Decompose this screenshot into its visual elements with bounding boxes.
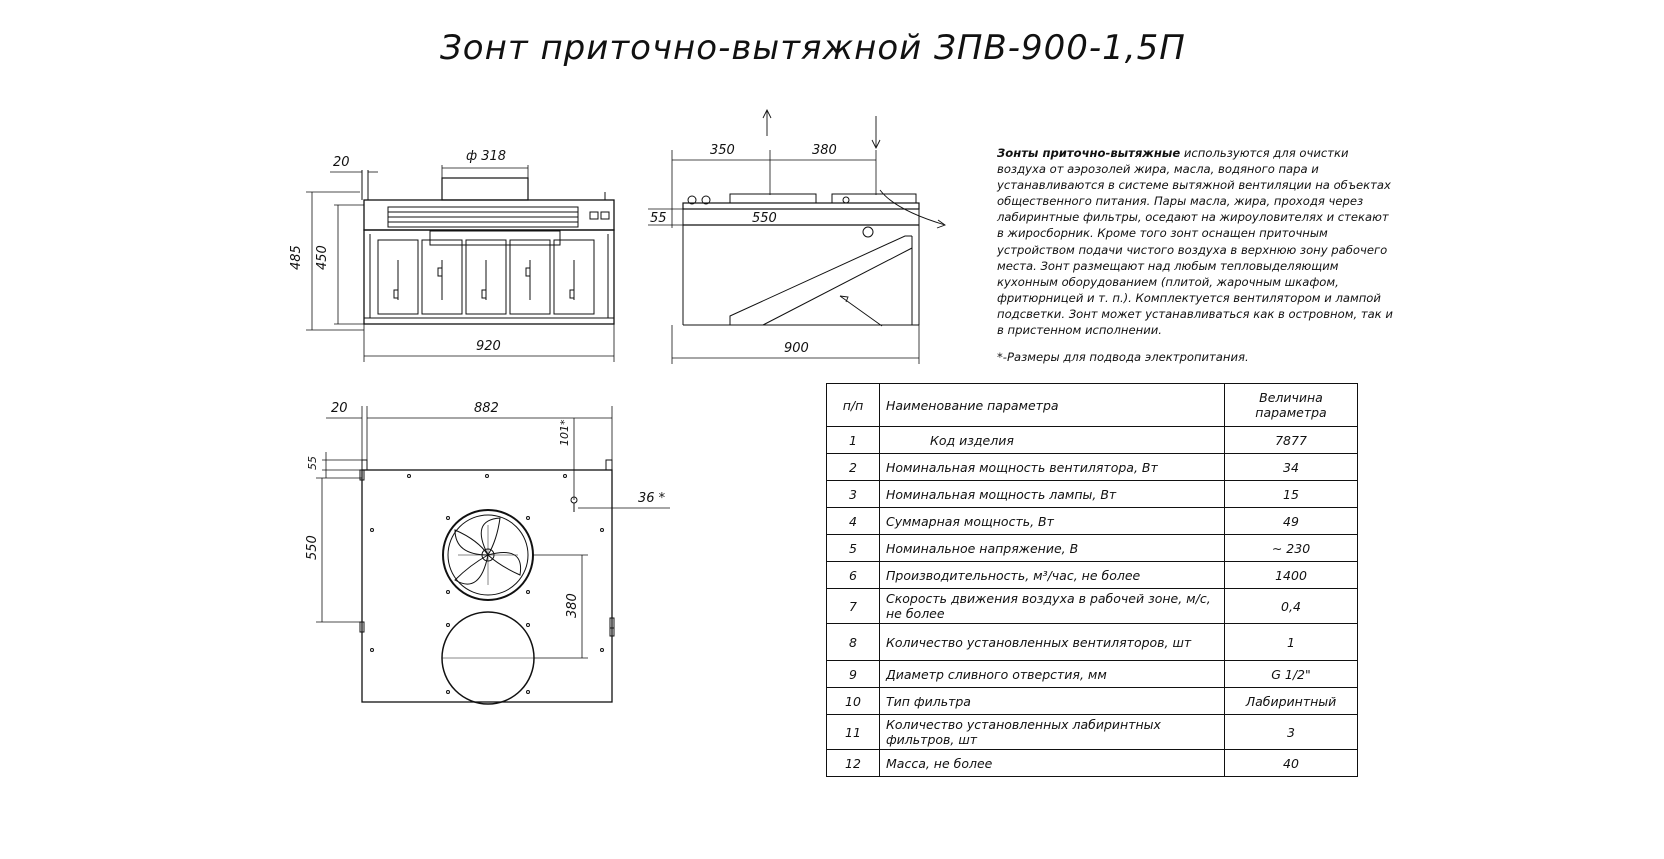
dim-front-450: 450 bbox=[315, 245, 330, 270]
dim-side-350: 350 bbox=[710, 143, 735, 158]
row-value: ∼ 230 bbox=[1224, 534, 1358, 562]
row-name: Код изделия bbox=[879, 426, 1225, 454]
row-name: Номинальная мощность вентилятора, Вт bbox=[879, 453, 1225, 481]
row-name: Тип фильтра bbox=[879, 687, 1225, 715]
description-lead: Зонты приточно-вытяжные bbox=[997, 146, 1181, 160]
row-value: 0,4 bbox=[1224, 588, 1358, 624]
dim-side-550: 550 bbox=[752, 211, 777, 226]
dim-side-380: 380 bbox=[812, 143, 837, 158]
row-index: 8 bbox=[826, 623, 880, 661]
col-header-name: Наименование параметра bbox=[879, 383, 1225, 427]
drawing-title: Зонт приточно-вытяжной ЗПВ-900-1,5П bbox=[440, 28, 1186, 68]
dim-top-550: 550 bbox=[305, 535, 320, 560]
row-index: 12 bbox=[826, 749, 880, 777]
dim-top-882: 882 bbox=[474, 401, 499, 416]
dim-front-485: 485 bbox=[289, 245, 304, 270]
row-value: 49 bbox=[1224, 507, 1358, 535]
footnote: *-Размеры для подвода электропитания. bbox=[997, 350, 1249, 364]
dim-front-318: ф 318 bbox=[466, 149, 506, 164]
row-index: 9 bbox=[826, 660, 880, 688]
row-index: 1 bbox=[826, 426, 880, 454]
col-header-value: Величина параметра bbox=[1224, 383, 1358, 427]
dim-top-20: 20 bbox=[331, 401, 348, 416]
col-header-index: п/п bbox=[826, 383, 880, 427]
row-value: Лабиринтный bbox=[1224, 687, 1358, 715]
row-name: Номинальная мощность лампы, Вт bbox=[879, 480, 1225, 508]
dim-front-920: 920 bbox=[476, 339, 501, 354]
dim-top-380: 380 bbox=[565, 593, 580, 618]
dim-side-55: 55 bbox=[650, 211, 667, 226]
row-value: 15 bbox=[1224, 480, 1358, 508]
description-body: используются для очистки воздуха от аэро… bbox=[997, 146, 1393, 338]
dim-top-55: 55 bbox=[306, 456, 319, 470]
dim-top-101: 101* bbox=[558, 419, 571, 446]
row-name: Масса, не более bbox=[879, 749, 1225, 777]
row-value: 40 bbox=[1224, 749, 1358, 777]
dim-top-36: 36 * bbox=[638, 491, 666, 506]
description-text: Зонты приточно-вытяжные используются для… bbox=[997, 145, 1397, 338]
row-value-text: 230 bbox=[1286, 540, 1311, 556]
row-value: 1400 bbox=[1224, 561, 1358, 589]
row-index: 4 bbox=[826, 507, 880, 535]
dim-side-900: 900 bbox=[784, 341, 809, 356]
row-name: Суммарная мощность, Вт bbox=[879, 507, 1225, 535]
row-name: Количество установленных лабиринтных фил… bbox=[879, 714, 1225, 750]
row-name: Количество установленных вентиляторов, ш… bbox=[879, 623, 1225, 661]
row-name: Номинальное напряжение, В bbox=[879, 534, 1225, 562]
row-value: G 1/2" bbox=[1224, 660, 1358, 688]
row-index: 6 bbox=[826, 561, 880, 589]
side-view: 350 380 55 550 900 bbox=[648, 108, 946, 364]
row-index: 5 bbox=[826, 534, 880, 562]
row-name: Производительность, м³/час, не более bbox=[879, 561, 1225, 589]
row-value: 3 bbox=[1224, 714, 1358, 750]
ac-tilde-icon: ∼ bbox=[1271, 540, 1287, 556]
table-header-row: п/п Наименование параметра Величина пара… bbox=[826, 383, 1358, 427]
row-index: 10 bbox=[826, 687, 880, 715]
top-view: 20 882 101* 55 36 * 550 380 bbox=[305, 401, 670, 705]
row-value: 1 bbox=[1224, 623, 1358, 661]
row-value: 7877 bbox=[1224, 426, 1358, 454]
parameters-table: п/п Наименование параметра Величина пара… bbox=[826, 383, 1358, 777]
row-index: 2 bbox=[826, 453, 880, 481]
row-name: Скорость движения воздуха в рабочей зоне… bbox=[879, 588, 1225, 624]
row-value: 34 bbox=[1224, 453, 1358, 481]
row-index: 7 bbox=[826, 588, 880, 624]
row-index: 3 bbox=[826, 480, 880, 508]
front-view: ф 318 20 485 450 920 bbox=[289, 149, 615, 362]
row-index: 11 bbox=[826, 714, 880, 750]
dim-front-20: 20 bbox=[333, 155, 350, 170]
row-name: Диаметр сливного отверстия, мм bbox=[879, 660, 1225, 688]
